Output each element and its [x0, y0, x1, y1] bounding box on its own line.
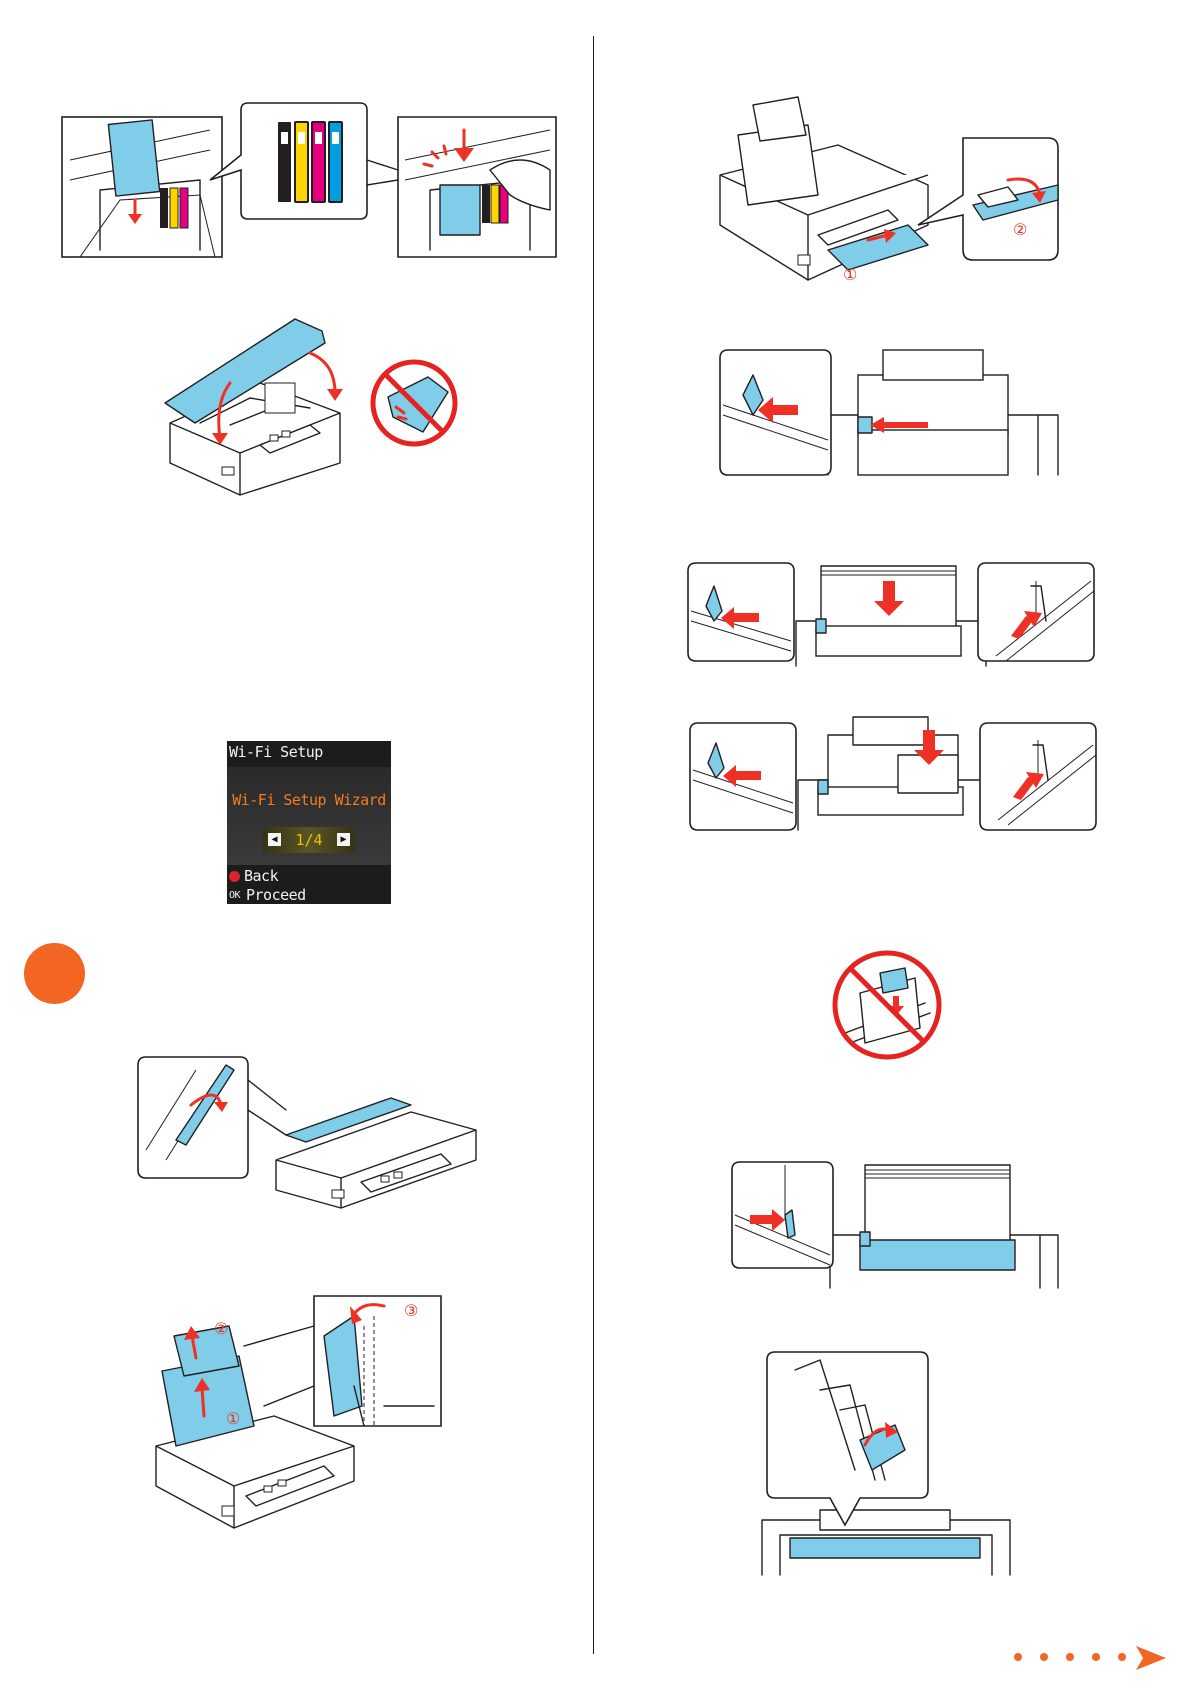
ok-key-icon: OK [229, 890, 243, 901]
prohibited-icon [368, 357, 460, 449]
tray-step-one: ① [843, 265, 857, 284]
step-number-three: ③ [404, 1301, 418, 1320]
open-feeder-cover-illustration [136, 1050, 476, 1210]
load-paper-stack-illustration [686, 561, 1096, 666]
lcd-back-row: Back [229, 867, 278, 885]
load-small-paper-illustration [688, 715, 1098, 830]
step-number-two: ② [214, 1319, 228, 1338]
tray-step-two: ② [1013, 220, 1027, 239]
adjust-edge-guide-illustration [730, 1160, 1060, 1290]
column-divider [593, 36, 594, 1654]
lcd-back-label: Back [244, 867, 278, 885]
cartridge-install-illustration [60, 100, 560, 260]
lcd-proceed-label: Proceed [246, 886, 306, 904]
slide-edge-guide-illustration [718, 345, 1058, 480]
wifi-setup-lcd-screen: Wi-Fi Setup Wi-Fi Setup Wizard ◀ 1/4 ▶ B… [227, 741, 391, 904]
step-marker-circle [24, 943, 85, 1004]
step-number-one: ① [226, 1409, 240, 1428]
lcd-title: Wi-Fi Setup [229, 743, 323, 761]
extend-output-tray-illustration: ① ② [718, 75, 1068, 290]
lcd-pager: ◀ 1/4 ▶ [263, 827, 355, 853]
stop-button-icon [229, 871, 240, 882]
continue-arrow-icon [1010, 1644, 1170, 1672]
lcd-wizard-option: Wi-Fi Setup Wizard [227, 791, 391, 809]
raise-paper-support-illustration: ① ② ③ [154, 1286, 444, 1531]
next-arrow-icon: ▶ [337, 833, 350, 846]
prohibited-paper-icon [830, 948, 945, 1063]
raise-paper-stopper-illustration [760, 1350, 1015, 1575]
